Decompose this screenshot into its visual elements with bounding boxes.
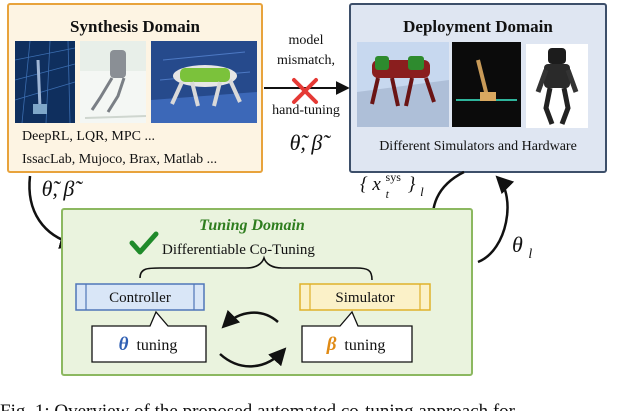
sys-observation-label: { x sys t } l [360,165,424,203]
quadruped-hardware-thumbnail [357,42,449,127]
mismatch-line-hand-tuning: hand-tuning [272,103,340,118]
theta-symbol: θ [119,334,129,355]
co-tuning-brace [139,255,373,281]
tuning-to-deployment-arrow [477,175,515,264]
tuning-subtitle: Differentiable Co-Tuning [162,242,315,258]
quadruped-sim-thumbnail [151,41,257,123]
controller-label: Controller [109,290,171,306]
mismatch-line-mismatch: mismatch, [277,53,335,68]
synthesis-methods-text: DeepRL, LQR, MPC ... [22,129,155,144]
simulator-label: Simulator [335,290,394,306]
mismatch-line-model: model [289,33,324,48]
controller-block: Controller [75,283,205,311]
svg-text:θ tuning: θ tuning [119,334,178,355]
simulator-block: Simulator [299,283,431,311]
cartpole-sim-thumbnail [14,40,76,124]
beta-tuning-word: tuning [344,337,385,354]
figure-caption: Fig. 1: Overview of the proposed automat… [0,401,516,411]
tuning-domain-title: Tuning Domain [199,217,305,234]
synthesis-tools-text: IssacLab, Mujoco, Brax, Matlab ... [22,152,217,167]
humanoid-hardware-thumbnail [526,44,588,128]
beta-tuning-callout: β tuning [301,310,413,363]
mismatch-params: θ̃, β̃ [290,130,332,155]
theta-tuning-word: tuning [136,337,177,354]
svg-text:β tuning: β tuning [326,334,386,355]
theta-l-label: θ l [512,232,532,262]
deployment-caption: Different Simulators and Hardware [379,139,577,154]
theta-to-beta-arrow [219,347,287,368]
synthesis-domain-title: Synthesis Domain [70,17,200,36]
legged-robot-sim-thumbnail [80,41,147,123]
beta-to-theta-arrow [221,309,279,329]
theta-tuning-callout: θ tuning [91,310,207,363]
check-icon [129,231,159,255]
pendulum-sim-thumbnail [452,42,521,127]
cross-icon [292,78,318,104]
beta-symbol: β [326,334,337,355]
deployment-domain-title: Deployment Domain [403,17,553,36]
left-params: θ̃, β̃ [42,176,84,201]
